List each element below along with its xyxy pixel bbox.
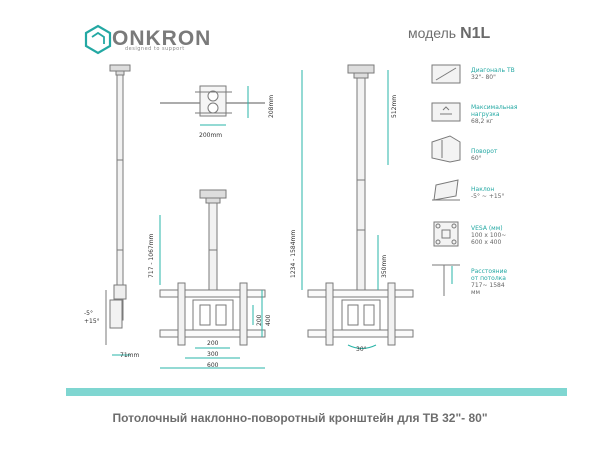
model-code: N1L [460,25,491,42]
dim-right-swivel: 30° [356,346,367,353]
dim-front-height: 717 - 1067mm [148,233,155,278]
dim-right-top: 512mm [391,94,398,118]
top-view [160,85,265,126]
dim-front-vesa-w3: 600 [207,362,219,369]
swivel-icon [431,135,461,163]
dim-front-vesa-w2: 300 [207,351,219,358]
ceiling-distance-icon [432,264,460,296]
dim-front-vesa-w1: 200 [207,340,219,347]
model-prefix: модель [408,25,457,41]
dim-front-vesa-h1: 200 [256,314,263,326]
spec-tilt: Наклон-5° ~ +15° [471,186,505,200]
dim-top-width: 200mm [199,132,223,139]
divider-bar [66,388,567,396]
dim-front-vesa-h2: 400 [265,314,272,326]
brand-tagline: designed to support [125,46,185,52]
dim-right-total: 1234 - 1584mm [290,229,297,278]
tv-diagonal-icon [431,64,461,84]
dim-top-height: 208mm [268,94,275,118]
side-view [105,64,131,356]
spec-vesa: VESA (мм)100 x 100~ 600 x 400 [471,225,507,246]
dim-right-mid: 350mm [381,254,388,278]
product-caption: Потолочный наклонно-поворотный кронштейн… [112,411,488,425]
max-load-icon [431,102,461,122]
tilt-icon [432,179,460,201]
dim-side-tilt: -5° +15° [84,310,100,325]
brand-name: ONKRON [112,27,212,50]
logo-mark [84,24,112,55]
dim-side-depth: 71mm [120,352,140,359]
front-view [159,189,266,369]
right-view [301,64,414,349]
vesa-icon [433,221,459,247]
